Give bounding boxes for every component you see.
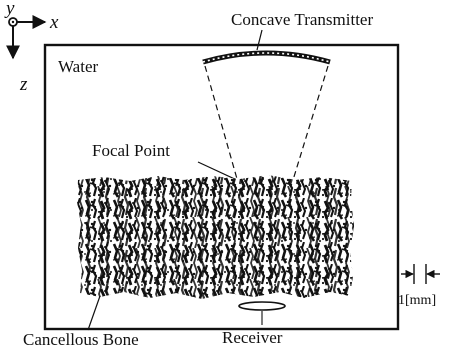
- transmitter-arc: [203, 53, 330, 62]
- concave-transmitter: Concave Transmitter: [203, 10, 373, 62]
- receiver-label: Receiver: [222, 328, 283, 347]
- receiver-element: [239, 302, 285, 310]
- y-axis-label: y: [4, 0, 15, 19]
- water-label: Water: [58, 57, 98, 76]
- bone-leader-line: [88, 296, 100, 330]
- coordinate-axes: y x z: [4, 0, 59, 95]
- y-axis-origin-dot: [12, 21, 14, 23]
- z-axis-label: z: [19, 74, 28, 95]
- cancellous-bone-label: Cancellous Bone: [23, 330, 139, 349]
- scale-marker: 1[mm]: [398, 264, 440, 308]
- beam-edge-right: [289, 66, 328, 193]
- transmitter-leader-line: [257, 30, 262, 50]
- bone-texture-overlay: [74, 172, 358, 302]
- cancellous-bone-region: [74, 172, 358, 302]
- focal-point-label: Focal Point: [92, 141, 170, 160]
- x-axis-label: x: [49, 12, 59, 33]
- scale-label: 1[mm]: [398, 293, 436, 308]
- transmitter-label: Concave Transmitter: [231, 10, 373, 29]
